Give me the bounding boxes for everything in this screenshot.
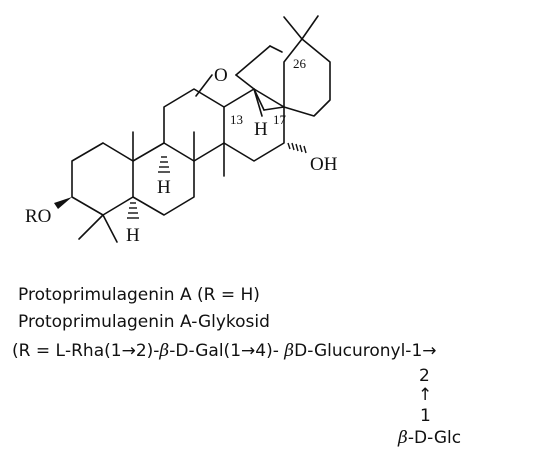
branch-position-1: 1	[420, 406, 431, 426]
r-def-prefix: (R =	[12, 341, 56, 361]
atom-h9: H	[157, 177, 171, 198]
gal-residue: -Gal(1	[188, 341, 242, 361]
atom-c26-label: 26	[293, 56, 307, 71]
glcua-residue: -Glucuronyl-1	[307, 341, 423, 361]
linkage-arrow-2: →	[241, 341, 256, 361]
atom-ro: RO	[25, 206, 51, 227]
atom-c13-label: 13	[230, 112, 243, 127]
beta-symbol-glc: β	[398, 428, 408, 448]
dash-gal: -	[169, 341, 176, 361]
caption-glycoside: Protoprimulagenin A-Glykosid	[18, 312, 270, 332]
atom-o-bridge: O	[214, 65, 228, 86]
linkage-1-4: 4)-	[255, 341, 285, 361]
linkage-arrow-3: →	[422, 341, 437, 361]
hashed-bond-h9	[158, 156, 170, 173]
glc-residue: -Glc	[427, 428, 462, 448]
skeleton-bonds	[71, 15, 331, 243]
glcua-config-d: D	[294, 341, 308, 361]
branch-up-arrow: ↑	[418, 385, 433, 405]
wedge-bond-c3-o	[54, 197, 72, 209]
rha-residue: -Rha(1	[64, 341, 122, 361]
linkage-arrow-1: →	[121, 341, 136, 361]
branch-position-2: 2	[419, 366, 430, 386]
beta-symbol-gal: β	[159, 341, 170, 361]
linkage-1-2: 2)-	[135, 341, 160, 361]
hashed-bond-oh	[287, 142, 307, 154]
atom-c17-label: 17	[273, 112, 287, 127]
atom-oh: OH	[310, 154, 338, 175]
beta-symbol-glcua: β	[284, 341, 295, 361]
branch-glc: β-D-Glc	[398, 428, 461, 448]
atom-h5: H	[126, 225, 140, 246]
hashed-bond-h5	[127, 202, 139, 219]
dash-glc: -	[407, 428, 414, 448]
atom-h13: H	[254, 119, 268, 140]
caption-r-definition: (R = L-Rha(1→2)-β-D-Gal(1→4)- βD-Glucuro…	[12, 341, 437, 361]
glc-config-d: D	[413, 428, 428, 448]
caption-aglycone: Protoprimulagenin A (R = H)	[18, 285, 260, 305]
gal-config-d: D	[175, 341, 189, 361]
rha-config-l: L	[55, 341, 65, 361]
